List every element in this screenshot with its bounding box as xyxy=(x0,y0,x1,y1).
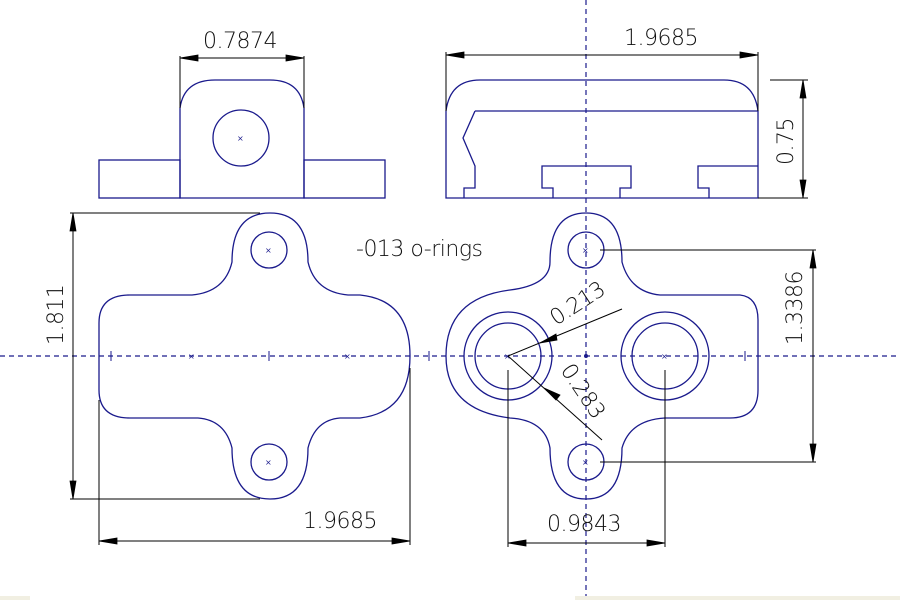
top-view-width-dim: 1.9685 xyxy=(303,509,377,534)
top-view-outline xyxy=(98,212,411,500)
front-view-right-slot xyxy=(697,165,758,198)
svg-text:×: × xyxy=(582,458,589,467)
side-view: × 0.7874 xyxy=(98,29,386,199)
oring-note: -013 o-rings xyxy=(356,237,483,262)
svg-text:×: × xyxy=(265,458,272,467)
port-spacing-dim: 0.9843 xyxy=(547,512,621,537)
side-view-right-flange xyxy=(303,159,386,199)
side-view-port-circle xyxy=(212,109,270,167)
svg-text:×: × xyxy=(344,352,351,361)
side-view-width-dim: 0.7874 xyxy=(203,29,277,54)
top-view-mount-hole-bottom xyxy=(250,443,288,481)
front-view-height-dim: 0.75 xyxy=(774,118,799,165)
bottom-view: × × × × 0.213 0.283 0.9843 1.3386 xyxy=(445,212,817,547)
front-view-width-dim: 1.9685 xyxy=(624,26,698,51)
svg-text:×: × xyxy=(504,352,511,361)
center-mark-icon: × xyxy=(237,134,244,143)
front-view-center-slot xyxy=(541,165,632,198)
side-view-left-flange xyxy=(98,159,181,199)
svg-text:×: × xyxy=(265,246,272,255)
side-view-body xyxy=(179,79,305,199)
status-strip-left xyxy=(0,596,30,600)
top-view: × × × × 1.811 1.9685 xyxy=(44,212,430,545)
svg-text:×: × xyxy=(188,352,195,361)
front-view-left-profile xyxy=(462,110,476,198)
bottom-view-outline xyxy=(445,212,759,500)
top-view-mount-hole-top xyxy=(250,231,288,269)
svg-text:×: × xyxy=(661,352,668,361)
svg-text:×: × xyxy=(582,246,589,255)
status-strip-right xyxy=(575,596,900,600)
radius-leader-inner xyxy=(507,308,623,357)
front-view-outline xyxy=(445,79,759,199)
outer-radius-dim: 0.283 xyxy=(555,359,610,423)
top-view-height-dim: 1.811 xyxy=(44,285,69,345)
inner-radius-dim: 0.213 xyxy=(546,277,610,331)
mount-hole-spacing-dim: 1.3386 xyxy=(783,271,808,345)
front-view: 1.9685 0.75 xyxy=(445,26,808,199)
